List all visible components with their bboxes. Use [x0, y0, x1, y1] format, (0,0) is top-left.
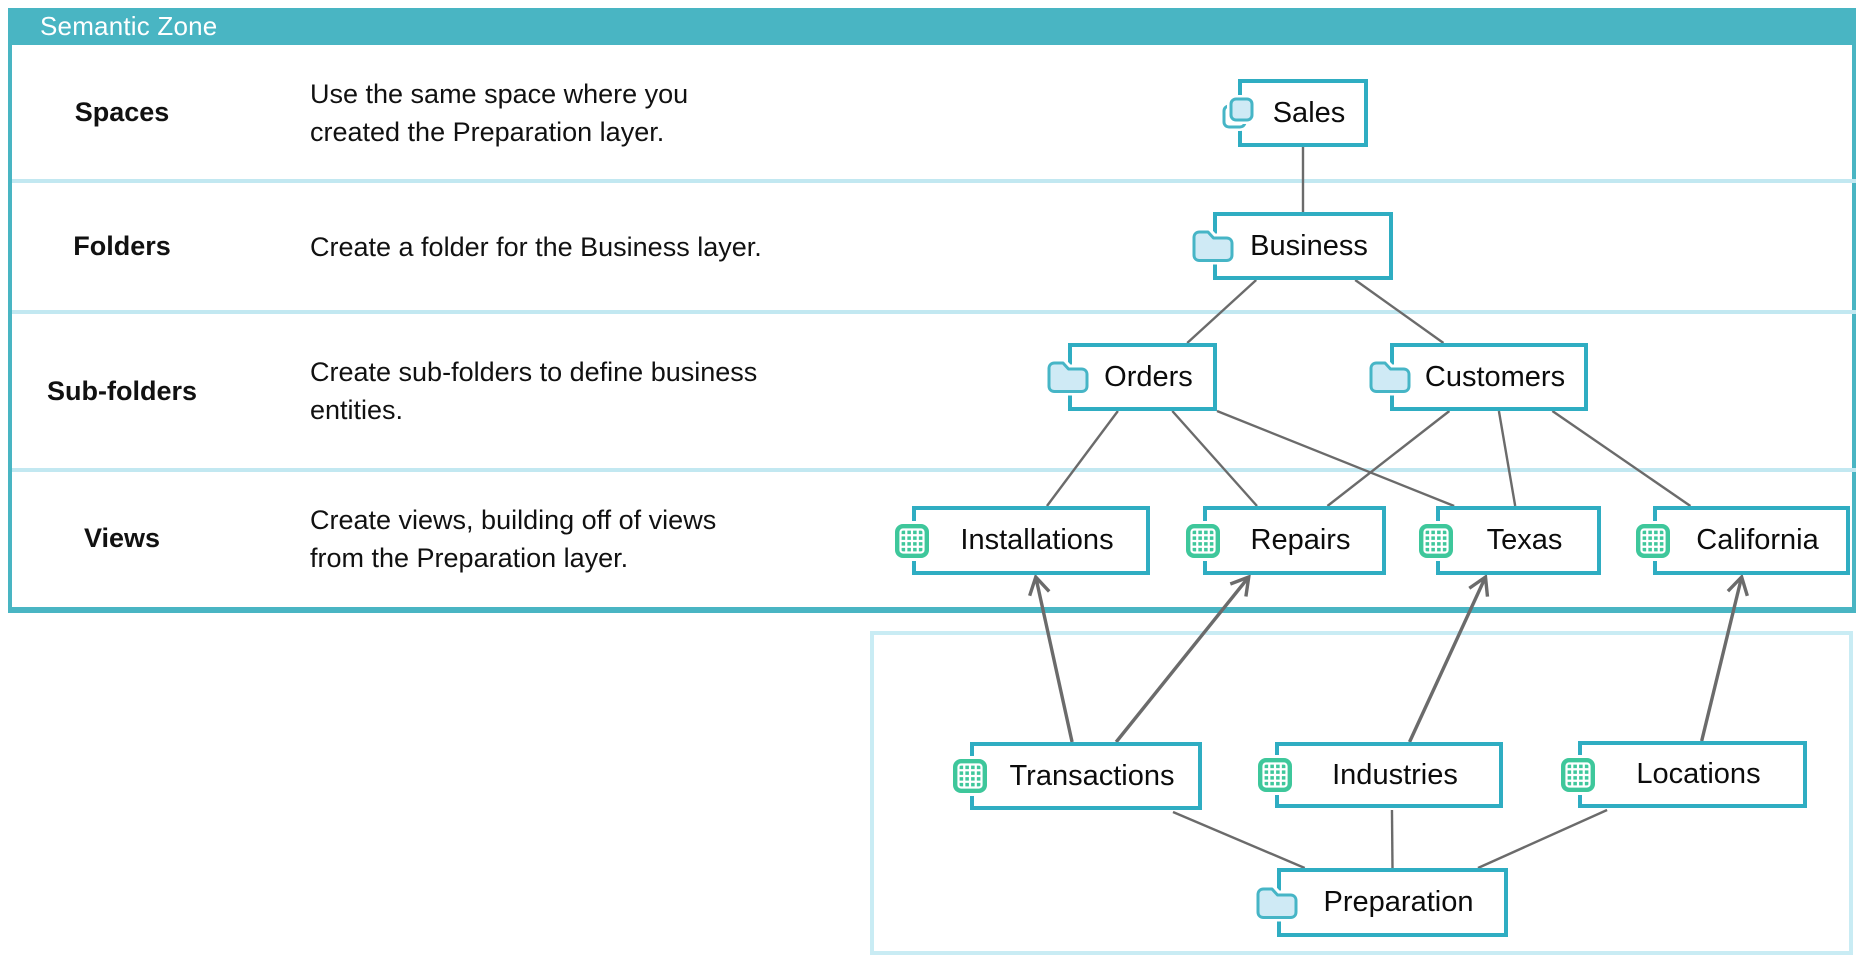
node-california: California: [1633, 506, 1850, 575]
row-description: Use the same space where you created the…: [310, 78, 689, 147]
row-description: Create views, building off of views from…: [310, 504, 717, 573]
node-label: Transactions: [1009, 759, 1175, 792]
node-label: Customers: [1424, 360, 1566, 393]
layer-row-folders: Folders Create a folder for the Business …: [12, 181, 872, 312]
node-label: Industries: [1332, 758, 1458, 791]
node-label: California: [1696, 524, 1819, 556]
table-icon: [1558, 754, 1598, 795]
row-label: Spaces: [74, 97, 170, 127]
node-label: Locations: [1636, 758, 1761, 790]
folder-icon: [1368, 358, 1412, 396]
node-label: Installations: [960, 524, 1114, 556]
row-label: Views: [83, 523, 161, 553]
node-sales: Sales: [1220, 79, 1368, 147]
row-description: Create a folder for the Business layer.: [310, 231, 762, 262]
row-description: Create sub-folders to define business en…: [310, 357, 758, 425]
row-separator: [12, 310, 1856, 314]
table-icon: [1416, 520, 1456, 561]
table-icon: [1183, 520, 1223, 561]
folder-icon: [1255, 884, 1299, 921]
table-icon: [950, 756, 990, 796]
table-icon: [1255, 755, 1295, 795]
folder-icon: [1046, 358, 1090, 396]
node-installations: Installations: [892, 506, 1150, 575]
zone-header: Semantic Zone: [12, 8, 1852, 45]
node-transactions: Transactions: [950, 742, 1202, 810]
spaces-icon: [1218, 93, 1258, 133]
node-label: Repairs: [1250, 524, 1351, 556]
layer-row-sub-folders: Sub-folders Create sub-folders to define …: [12, 312, 872, 470]
row-label: Folders: [73, 231, 171, 261]
node-customers: Customers: [1368, 343, 1588, 411]
row-separator: [12, 468, 1856, 472]
node-label: Sales: [1272, 96, 1346, 129]
node-repairs: Repairs: [1183, 506, 1386, 575]
node-orders: Orders: [1046, 343, 1217, 411]
node-locations: Locations: [1558, 741, 1807, 808]
layer-row-spaces: Spaces Use the same space where you creat…: [12, 44, 872, 181]
row-label: Sub-folders: [46, 375, 197, 406]
zone-title: Semantic Zone: [40, 11, 218, 41]
layer-row-views: Views Create views, building off of views…: [12, 470, 872, 607]
row-separator: [12, 179, 1856, 183]
node-preparation: Preparation: [1255, 868, 1508, 937]
node-texas: Texas: [1416, 506, 1601, 575]
node-business: Business: [1191, 212, 1393, 280]
node-label: Preparation: [1323, 886, 1474, 918]
table-icon: [892, 520, 932, 561]
node-label: Orders: [1104, 360, 1193, 393]
node-label: Business: [1250, 229, 1368, 262]
node-label: Texas: [1486, 524, 1563, 556]
table-icon: [1633, 520, 1673, 561]
node-industries: Industries: [1255, 742, 1503, 808]
folder-icon: [1191, 227, 1235, 265]
